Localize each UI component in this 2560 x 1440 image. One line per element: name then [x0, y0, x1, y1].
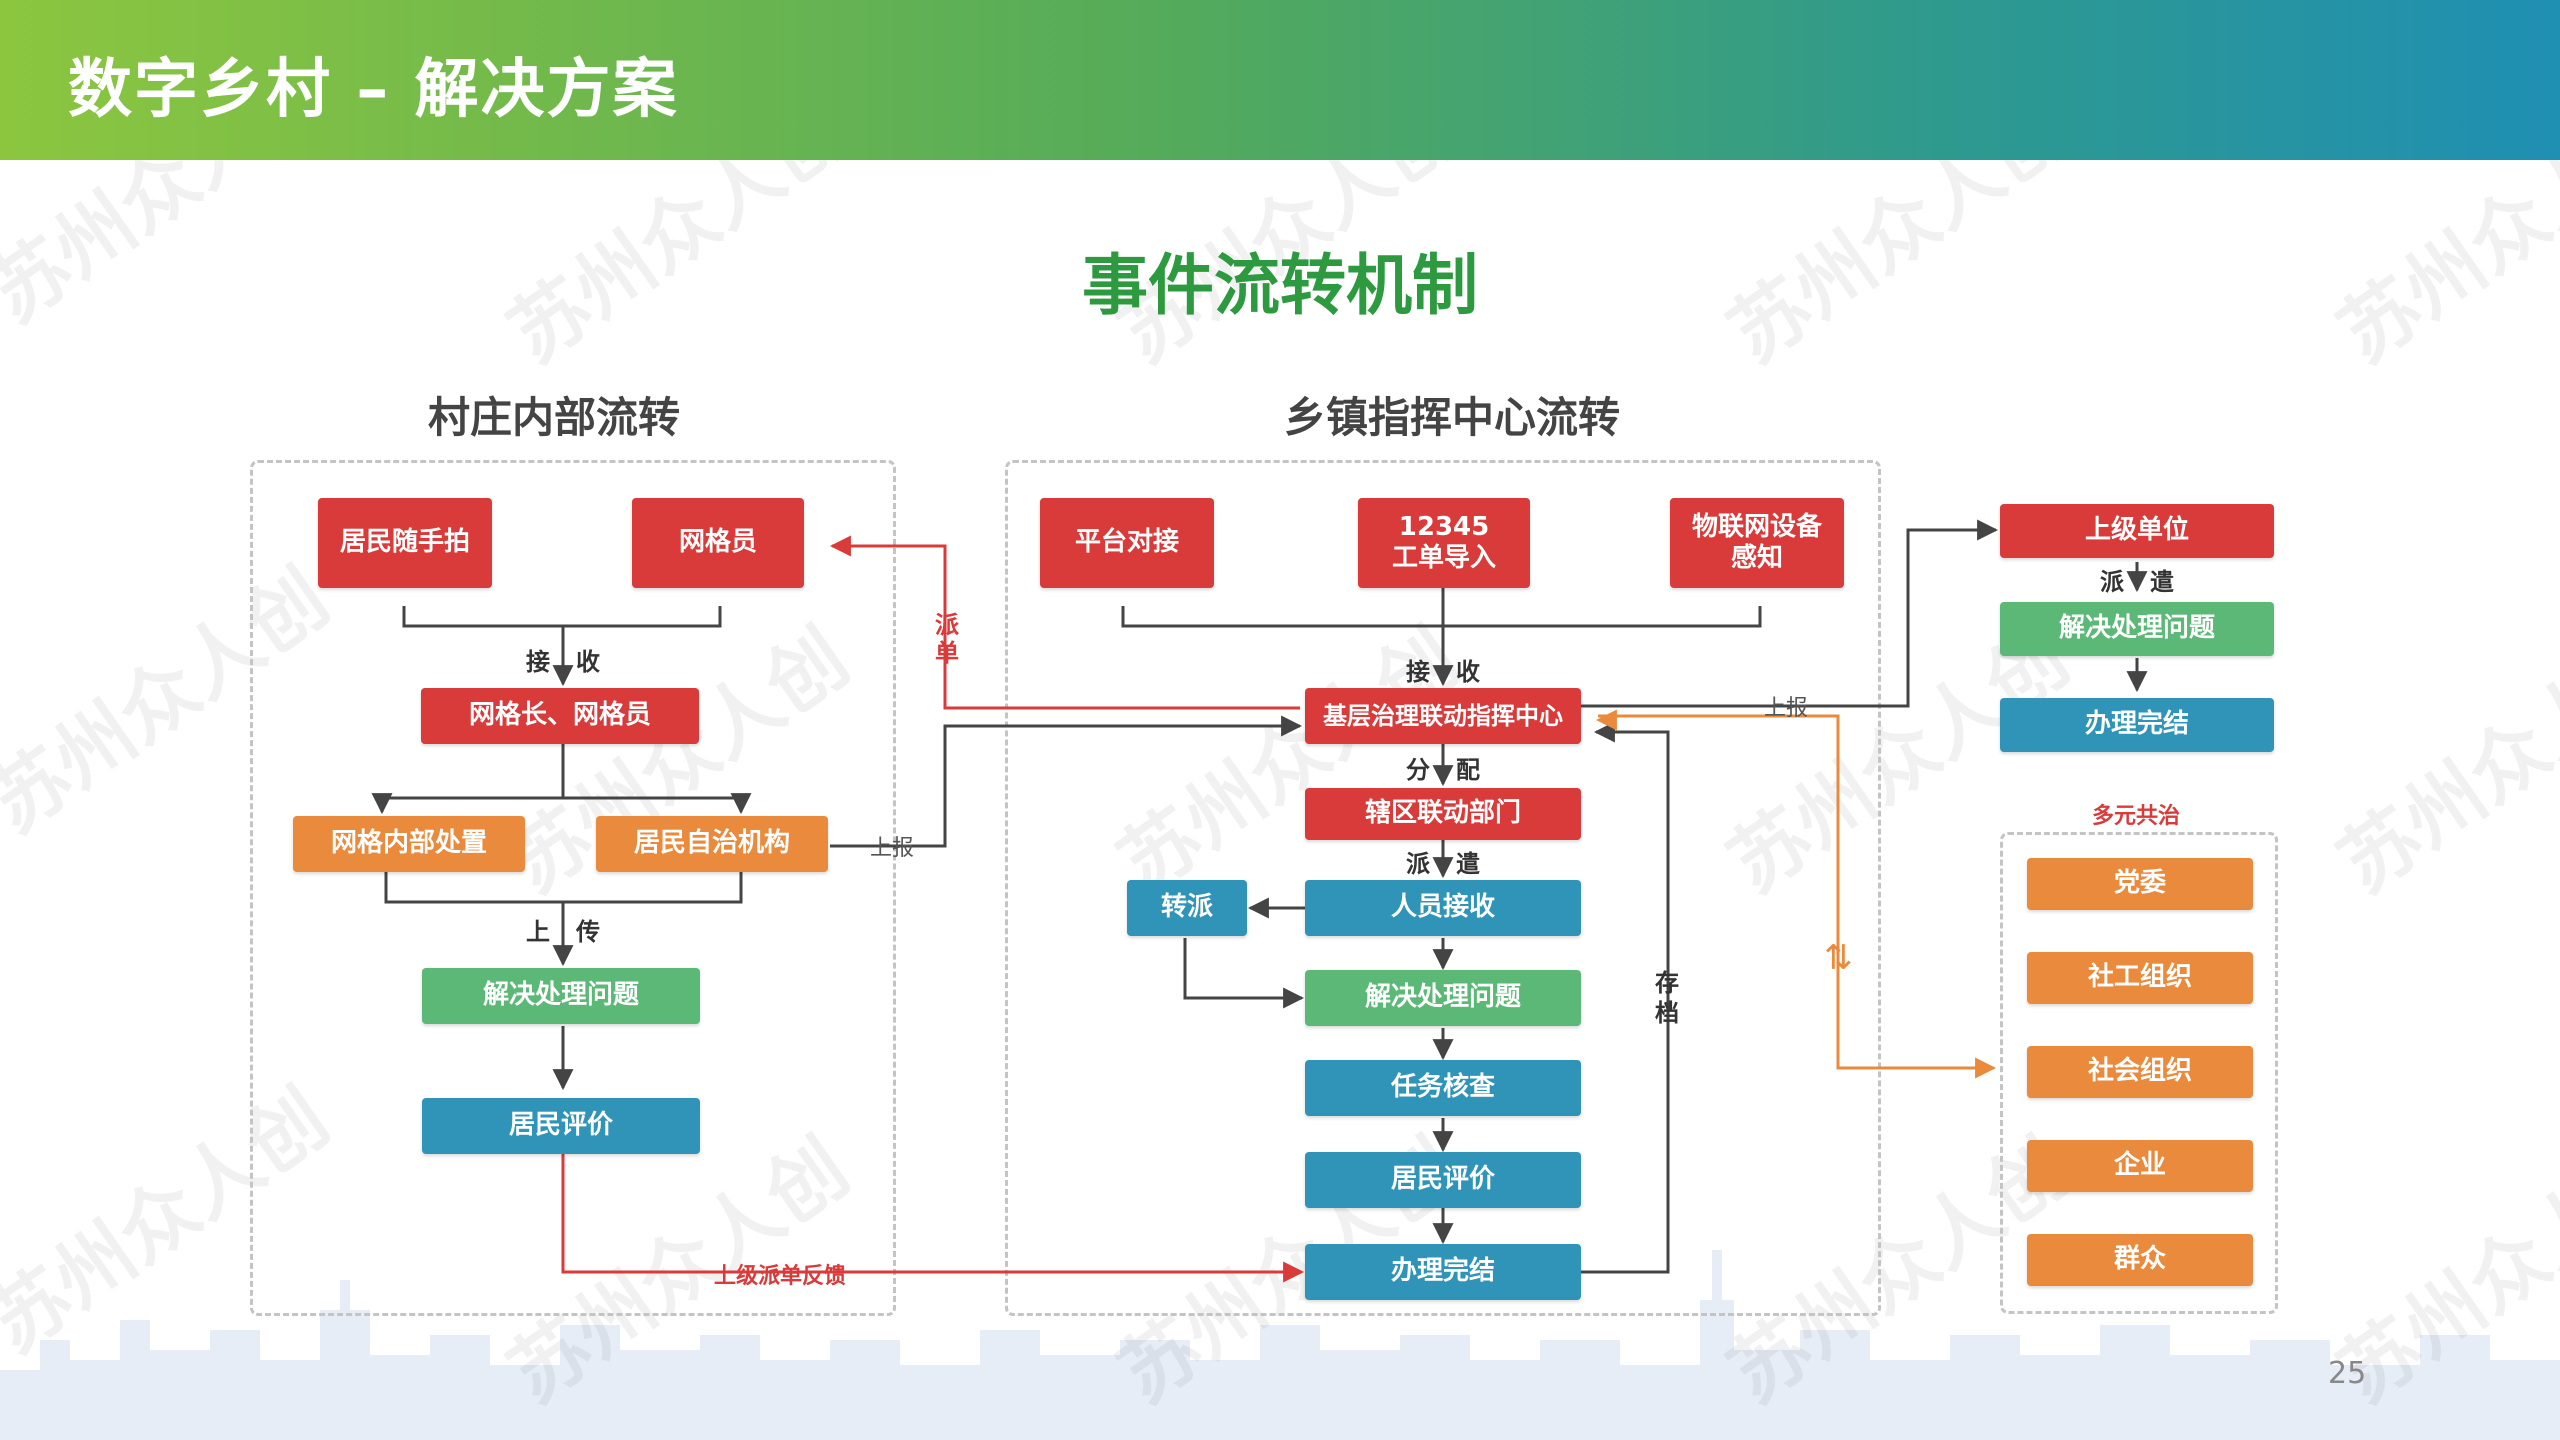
co-governance-title: 多元共治 — [2092, 804, 2181, 829]
label-archive-1: 存 — [1655, 969, 1679, 997]
node-task-check: 任务核查 — [1305, 1060, 1581, 1116]
node-resident-photo: 居民随手拍 — [318, 498, 492, 588]
label-dispatch-order-1: 派 — [935, 611, 959, 639]
node-upper-completed: 办理完结 — [2000, 698, 2274, 752]
node-iot-line1: 物联网设备 — [1691, 511, 1822, 542]
city-skyline-background — [0, 1250, 2560, 1440]
co-gov-public: 群众 — [2027, 1234, 2253, 1286]
label-upload-b: 传 — [576, 918, 600, 946]
label-upload-a: 上 — [526, 918, 550, 946]
co-gov-social-org: 社会组织 — [2027, 1046, 2253, 1098]
node-iot: 物联网设备 感知 — [1670, 498, 1844, 588]
label-receive-b: 收 — [576, 648, 600, 676]
node-transfer: 转派 — [1127, 880, 1247, 936]
node-grid-leaders: 网格长、网格员 — [421, 688, 699, 744]
label-town-receive-b: 收 — [1456, 658, 1480, 686]
node-town-eval: 居民评价 — [1305, 1152, 1581, 1208]
node-iot-line2: 感知 — [1730, 543, 1783, 573]
co-governance-panel — [2000, 832, 2278, 1314]
node-upper-solve: 解决处理问题 — [2000, 602, 2274, 656]
node-hotline-line1: 12345 — [1398, 511, 1490, 542]
node-grid-internal: 网格内部处置 — [293, 816, 525, 872]
label-report-village: 上报 — [870, 836, 915, 861]
node-district-dept: 辖区联动部门 — [1305, 788, 1581, 840]
label-bidirectional: ⇅ — [1824, 938, 1853, 978]
node-village-solve: 解决处理问题 — [422, 968, 700, 1024]
section-title-village: 村庄内部流转 — [428, 393, 681, 442]
label-upper-dispatch-a: 派 — [2100, 568, 2124, 596]
label-dispatch-a: 派 — [1406, 850, 1430, 878]
label-dispatch-b: 遣 — [1456, 850, 1480, 878]
co-gov-social-work: 社工组织 — [2027, 952, 2253, 1004]
page-number: 25 — [2328, 1356, 2367, 1391]
node-hotline: 12345 工单导入 — [1358, 498, 1530, 588]
label-upper-feedback: 上级派单反馈 — [714, 1264, 847, 1289]
node-hotline-line2: 工单导入 — [1391, 543, 1496, 573]
section-title-town: 乡镇指挥中心流转 — [1284, 393, 1621, 442]
page-title: 数字乡村 – 解决方案 — [68, 53, 679, 127]
node-platform: 平台对接 — [1040, 498, 1214, 588]
node-village-eval: 居民评价 — [422, 1098, 700, 1154]
co-gov-enterprise: 企业 — [2027, 1140, 2253, 1192]
node-command-center: 基层治理联动指挥中心 — [1305, 688, 1581, 744]
node-staff-receive: 人员接收 — [1305, 880, 1581, 936]
label-town-receive-a: 接 — [1406, 658, 1430, 686]
label-receive-a: 接 — [526, 648, 550, 676]
label-dispatch-order-2: 单 — [935, 639, 959, 667]
label-archive-2: 档 — [1655, 999, 1679, 1027]
node-resident-autonomy: 居民自治机构 — [596, 816, 828, 872]
main-title: 事件流转机制 — [1082, 247, 1478, 324]
label-upper-dispatch-b: 遣 — [2150, 568, 2174, 596]
co-gov-party: 党委 — [2027, 858, 2253, 910]
village-panel — [250, 460, 896, 1316]
node-upper-unit: 上级单位 — [2000, 504, 2274, 558]
node-town-solve: 解决处理问题 — [1305, 970, 1581, 1026]
node-town-completed: 办理完结 — [1305, 1244, 1581, 1300]
label-report-town: 上报 — [1764, 696, 1809, 721]
node-grid-member: 网格员 — [632, 498, 804, 588]
header-bar: 数字乡村 – 解决方案 — [0, 0, 2560, 160]
town-panel — [1005, 460, 1881, 1316]
label-assign-a: 分 — [1406, 756, 1430, 784]
label-assign-b: 配 — [1456, 756, 1480, 784]
